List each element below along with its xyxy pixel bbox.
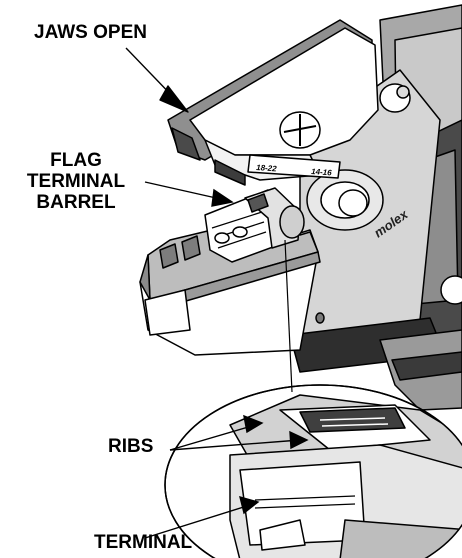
flag-terminal <box>204 187 305 263</box>
flag-terminal-barrel-line-1: FLAG <box>50 150 102 171</box>
terminal-label: TERMINAL <box>94 532 193 553</box>
magnify-guide-line <box>284 239 293 393</box>
flag-terminal-barrel-line-2: TERMINAL <box>26 171 126 192</box>
ribs-label: RIBS <box>108 436 154 457</box>
leader-lines <box>125 47 309 539</box>
flag-terminal-barrel-line-3: BARREL <box>36 192 116 213</box>
upper-jaw <box>167 19 379 186</box>
die-marking-right: 14-16 <box>311 167 333 177</box>
jaws-open-label: JAWS OPEN <box>34 22 147 43</box>
flag-terminal-barrel-label: FLAG TERMINAL BARREL <box>12 150 140 213</box>
magnified-inset <box>164 384 462 558</box>
die-marking-left: 18-22 <box>256 163 278 173</box>
